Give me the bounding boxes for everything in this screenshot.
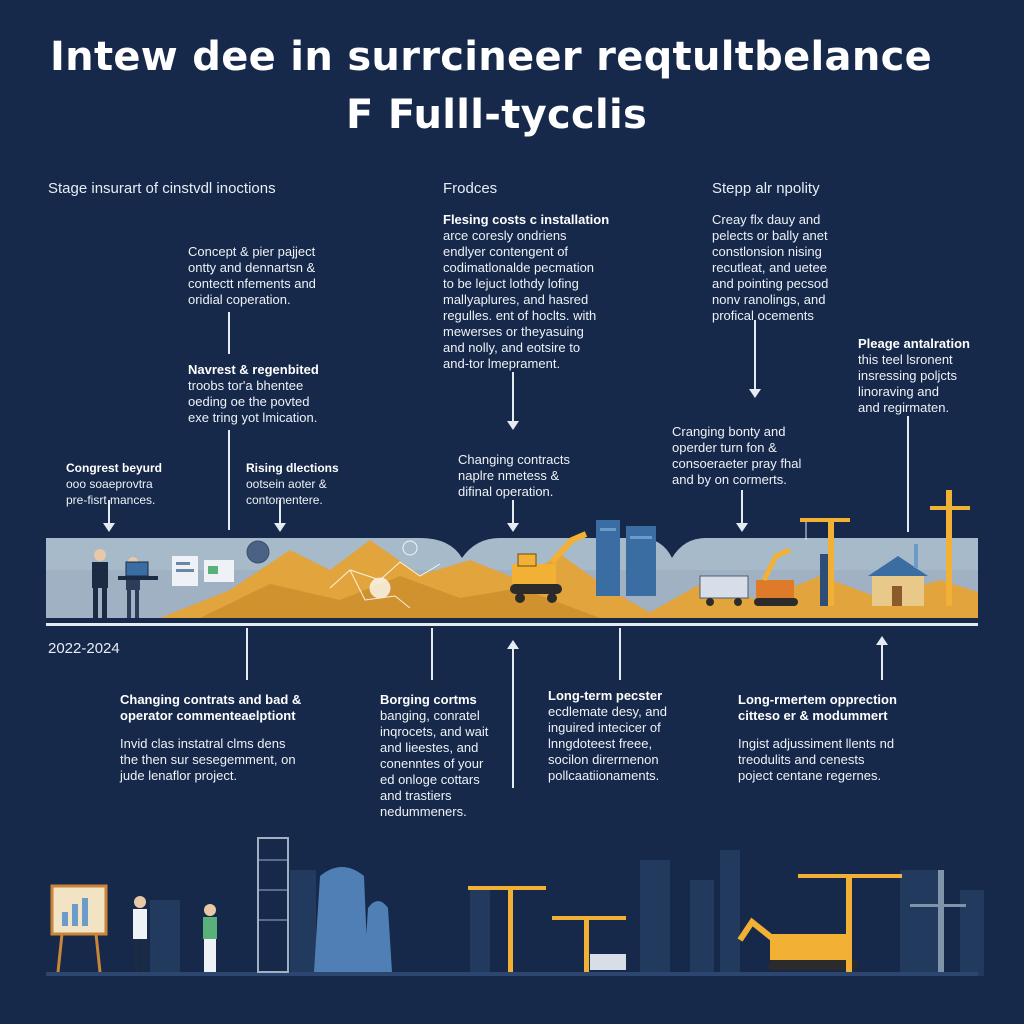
- block-changing-contrats-heading: Changing contrats and bad & operator com…: [120, 692, 302, 723]
- crane-icon: [930, 490, 970, 606]
- header-step: Stepp alr npolity: [712, 180, 820, 197]
- crane-icon: [798, 874, 902, 972]
- document-icon: [172, 556, 234, 586]
- connector-line: [228, 312, 230, 354]
- construction-band: [46, 490, 978, 618]
- connector-arrow-down: [507, 500, 519, 532]
- truck-icon: [699, 575, 749, 606]
- block-rising-body: ootsein aoter & contomentere.: [246, 477, 327, 507]
- block-changing-contracts-body: Changing contracts naplre nmetess & difi…: [458, 452, 571, 499]
- crane-icon: [910, 870, 966, 972]
- connector-arrow-down: [274, 500, 286, 532]
- building-icon: [314, 867, 392, 972]
- connector-arrow-down: [736, 490, 748, 532]
- truck-icon: [590, 954, 626, 970]
- person-icon: [92, 549, 108, 618]
- block-longterm-pecster: Long-term pecster ecdlemate desy, and in…: [548, 688, 698, 784]
- block-rising-heading: Rising dlections: [246, 461, 339, 475]
- block-flesing-body: arce coresly ondriens endlyer contengent…: [443, 228, 597, 371]
- block-pleage-body: this teel lsronent insressing poljcts li…: [858, 352, 957, 415]
- connector-line: [431, 628, 433, 680]
- block-concept-body: Concept & pier pajject ontty and dennart…: [188, 244, 316, 307]
- chart-board-icon: [50, 884, 108, 973]
- excavator-icon: [754, 547, 798, 606]
- crane-icon: [468, 886, 626, 972]
- connector-arrow-down: [103, 500, 115, 532]
- block-congrest-body: ooo soaeprovtra pre-fisrt mances.: [66, 477, 156, 507]
- block-longterm-opprection-body: Ingist adjussiment llents nd treodulits …: [738, 736, 895, 783]
- block-congrest: Congrest beyurd ooo soaeprovtra pre-fisr…: [66, 460, 196, 508]
- block-navrest-body: troobs tor'a bhentee oeding oe the povte…: [188, 378, 318, 425]
- block-congrest-heading: Congrest beyurd: [66, 461, 163, 475]
- connector-line: [619, 628, 621, 680]
- header-stage: Stage insurart of cinstvdl inoctions: [48, 180, 276, 197]
- block-flesing-heading: Flesing costs c installation: [443, 212, 610, 227]
- block-borging: Borging cortms banging, conratel inqroce…: [380, 692, 510, 820]
- timeline-year: 2022-2024: [48, 640, 120, 657]
- block-pleage: Pleage antalration this teel lsronent in…: [858, 336, 988, 416]
- house-icon: [868, 556, 928, 606]
- block-navrest: Navrest & regenbited troobs tor'a bhente…: [188, 362, 358, 426]
- connector-line: [907, 416, 909, 532]
- city-skyline: [46, 837, 984, 976]
- excavator-icon: [510, 531, 588, 603]
- block-longterm-opprection-heading: Long-rmertem opprection citteso er & mod…: [738, 692, 897, 723]
- person-icon: [133, 896, 147, 972]
- block-borging-body: banging, conratel inqrocets, and wait an…: [380, 708, 489, 819]
- block-navrest-heading: Navrest & regenbited: [188, 362, 319, 377]
- monitor-icon: [118, 561, 158, 580]
- block-borging-heading: Borging cortms: [380, 692, 477, 707]
- block-longterm-opprection: Long-rmertem opprection citteso er & mod…: [738, 692, 938, 784]
- block-longterm-pecster-body: ecdlemate desy, and inguired intecicer o…: [548, 704, 667, 783]
- crane-icon: [257, 837, 289, 973]
- block-flesing: Flesing costs c installation arce coresl…: [443, 212, 623, 372]
- connector-arrow-up: [507, 640, 519, 788]
- header-process: Frodces: [443, 180, 498, 197]
- excavator-icon: [737, 917, 858, 970]
- block-pleage-heading: Pleage antalration: [858, 336, 970, 351]
- block-cranging-body: Cranging bonty and operder turn fon & co…: [672, 424, 802, 487]
- page-subtitle: F Fulll-tycclis: [346, 92, 648, 138]
- block-changing-contrats: Changing contrats and bad & operator com…: [120, 692, 350, 784]
- connector-line: [228, 430, 230, 530]
- crane-icon: [800, 518, 850, 606]
- connector-arrow-down: [507, 372, 519, 430]
- block-creay: Creay flx dauy and pelects or bally anet…: [712, 212, 862, 324]
- block-concept: Concept & pier pajject ontty and dennart…: [188, 244, 358, 308]
- connector-line: [246, 628, 248, 680]
- block-changing-contracts: Changing contracts naplre nmetess & difi…: [458, 452, 598, 500]
- connector-arrow-down: [749, 320, 761, 398]
- page-title: Intew dee in surrcineer reqtultbelance: [50, 34, 933, 80]
- block-longterm-pecster-heading: Long-term pecster: [548, 688, 663, 703]
- timeline-axis: [46, 623, 978, 626]
- block-rising: Rising dlections ootsein aoter & contome…: [246, 460, 376, 508]
- person-icon: [203, 904, 217, 972]
- block-cranging: Cranging bonty and operder turn fon & co…: [672, 424, 822, 488]
- building-icon: [596, 520, 656, 596]
- block-creay-body: Creay flx dauy and pelects or bally anet…: [712, 212, 829, 323]
- block-changing-contrats-body: Invid clas instatral clms dens the then …: [120, 736, 296, 783]
- connector-arrow-up: [876, 636, 888, 680]
